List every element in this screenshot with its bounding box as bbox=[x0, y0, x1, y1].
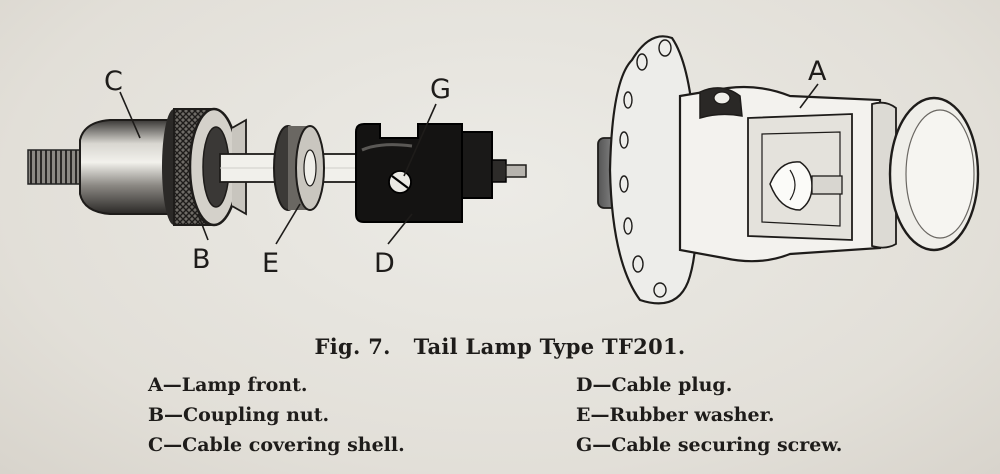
cable-plug bbox=[355, 123, 527, 223]
lamp-front bbox=[597, 35, 980, 305]
leader-d bbox=[387, 213, 413, 245]
legend-item: D—Cable plug. bbox=[576, 374, 733, 396]
coupling-nut bbox=[162, 107, 247, 227]
legend-item: E—Rubber washer. bbox=[576, 404, 775, 426]
leader-c bbox=[119, 91, 141, 139]
figure-caption: Fig. 7. Tail Lamp Type TF201. bbox=[0, 334, 1000, 359]
leader-e bbox=[275, 203, 301, 245]
legend-item: A—Lamp front. bbox=[148, 374, 308, 396]
legend-item: C—Cable covering shell. bbox=[148, 434, 405, 456]
leader-b bbox=[197, 213, 209, 241]
exploded-diagram: A B C D E G bbox=[27, 35, 980, 305]
threaded-stub bbox=[27, 149, 81, 185]
callout-d: D bbox=[374, 248, 395, 279]
legend-item: B—Coupling nut. bbox=[148, 404, 330, 426]
figure-number: Fig. 7. bbox=[314, 334, 391, 359]
callout-a: A bbox=[808, 56, 827, 87]
callout-e: E bbox=[262, 248, 279, 279]
legend-right: D—Cable plug. E—Rubber washer. G—Cable s… bbox=[576, 370, 842, 460]
cable-securing-screw bbox=[388, 170, 412, 194]
rubber-washer bbox=[273, 125, 325, 211]
figure-title: Tail Lamp Type TF201. bbox=[413, 334, 686, 359]
leader-a bbox=[799, 83, 819, 109]
callout-g: G bbox=[430, 74, 451, 105]
callout-c: C bbox=[104, 66, 123, 97]
legend-left: A—Lamp front. B—Coupling nut. C—Cable co… bbox=[148, 370, 405, 460]
legend-item: G—Cable securing screw. bbox=[576, 434, 843, 456]
leader-g bbox=[403, 103, 437, 177]
callout-b: B bbox=[192, 244, 211, 275]
